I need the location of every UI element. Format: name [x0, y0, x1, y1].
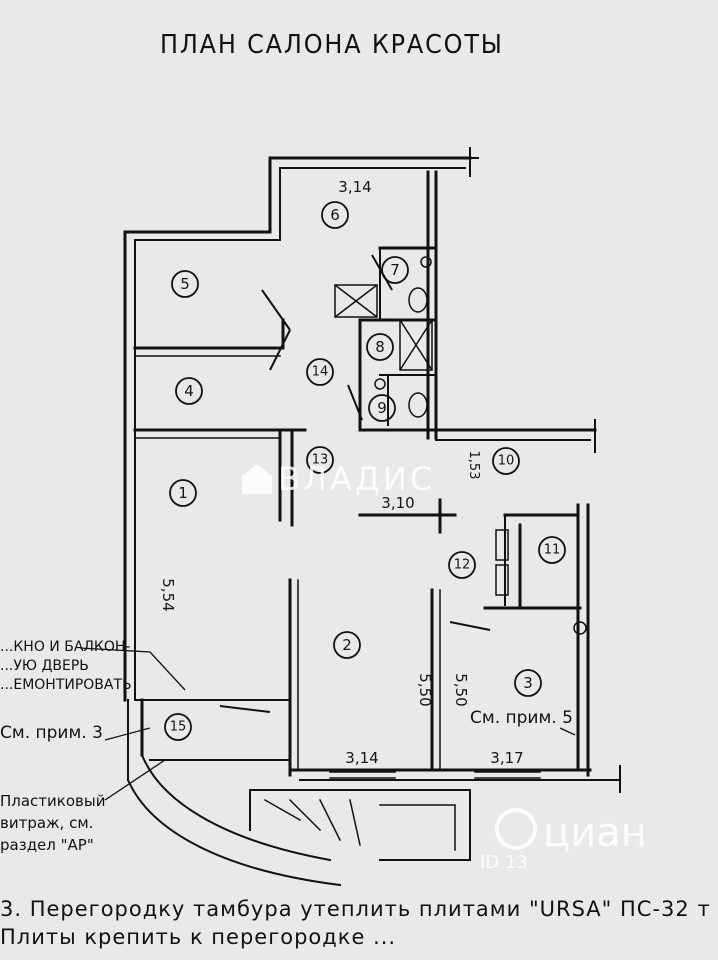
- room-12-label: 12: [454, 558, 471, 573]
- room-labels: [164, 201, 566, 741]
- note-balcony: ...КНО И БАЛКОН- ...УЮ ДВЕРЬ ...ЕМОНТИРО…: [0, 639, 132, 693]
- room-5-label: 5: [180, 275, 190, 293]
- toilet-9-icon: [408, 392, 428, 418]
- walls: [123, 147, 621, 887]
- cian-logo-icon: [495, 808, 537, 850]
- sink-11b-fixture: [495, 564, 509, 596]
- room-13-circle: [306, 446, 334, 474]
- note-5: См. прим. 5: [470, 708, 573, 728]
- note-3: См. прим. 3: [0, 723, 103, 743]
- room-4-circle: [175, 377, 203, 405]
- dim-bottom-right: 3,17: [490, 749, 523, 767]
- room-5-circle: [171, 270, 199, 298]
- dim-bottom-left: 3,14: [345, 749, 378, 767]
- dim-room2-height: 5,50: [416, 673, 434, 706]
- room-15-circle: [164, 713, 192, 741]
- fixtures: [219, 254, 587, 713]
- leader-vitrage: [104, 759, 166, 801]
- plan-title: ПЛАН САЛОНА КРАСОТЫ: [160, 30, 504, 60]
- sink-9-icon: [374, 378, 386, 390]
- leader-balcony: [79, 647, 186, 691]
- room-15-label: 15: [170, 720, 187, 735]
- room-14-label: 14: [312, 365, 329, 380]
- leader-note3: [104, 727, 151, 741]
- dim-left-height: 5,54: [159, 578, 177, 611]
- room-7-circle: [381, 256, 409, 284]
- room-2-label: 2: [342, 636, 352, 654]
- footer-notes: 3. Перегородку тамбура утеплить плитами …: [0, 895, 718, 951]
- room-9-label: 9: [377, 399, 387, 417]
- room-12-circle: [448, 551, 476, 579]
- cian-watermark: циан: [495, 808, 647, 856]
- toilet-7-icon: [408, 287, 428, 313]
- dim-top-room6: 3,14: [338, 178, 371, 196]
- drain-3-icon: [573, 621, 587, 635]
- leader-note5: [559, 727, 576, 736]
- dim-corridor: 3,10: [381, 494, 414, 512]
- vladis-watermark: ВЛАДИС: [242, 460, 435, 498]
- room-13-label: 13: [312, 453, 329, 468]
- house-icon: [242, 464, 272, 494]
- room-14-circle: [306, 358, 334, 386]
- room-2-circle: [333, 631, 361, 659]
- footer-line-1: 3. Перегородку тамбура утеплить плитами …: [0, 897, 711, 921]
- room-6-label: 6: [330, 206, 340, 224]
- room-3-label: 3: [523, 674, 533, 692]
- room-8-label: 8: [375, 338, 385, 356]
- dim-room3-height: 5,50: [452, 673, 470, 706]
- room-10-circle: [492, 447, 520, 475]
- room-9-circle: [368, 394, 396, 422]
- room-11-label: 11: [544, 543, 561, 558]
- note-vitrage: Пластиковый витраж, см. раздел "АР": [0, 792, 106, 854]
- shower-8-fixture: [399, 319, 433, 371]
- room-1-circle: [169, 479, 197, 507]
- dim-room10-small: 1,53: [466, 451, 481, 480]
- room-11-circle: [538, 536, 566, 564]
- footer-line-2: Плиты крепить к перегородке ...: [0, 925, 397, 949]
- room-3-circle: [514, 669, 542, 697]
- room-4-label: 4: [184, 382, 194, 400]
- drain-7-icon: [420, 256, 432, 268]
- cian-id-watermark: ID 13: [480, 852, 528, 873]
- room-6-circle: [321, 201, 349, 229]
- sink-11a-fixture: [495, 529, 509, 561]
- room-10-label: 10: [498, 454, 515, 469]
- shower-7-fixture: [334, 284, 378, 318]
- room-1-label: 1: [178, 484, 188, 502]
- room-8-circle: [366, 333, 394, 361]
- room-7-label: 7: [390, 261, 400, 279]
